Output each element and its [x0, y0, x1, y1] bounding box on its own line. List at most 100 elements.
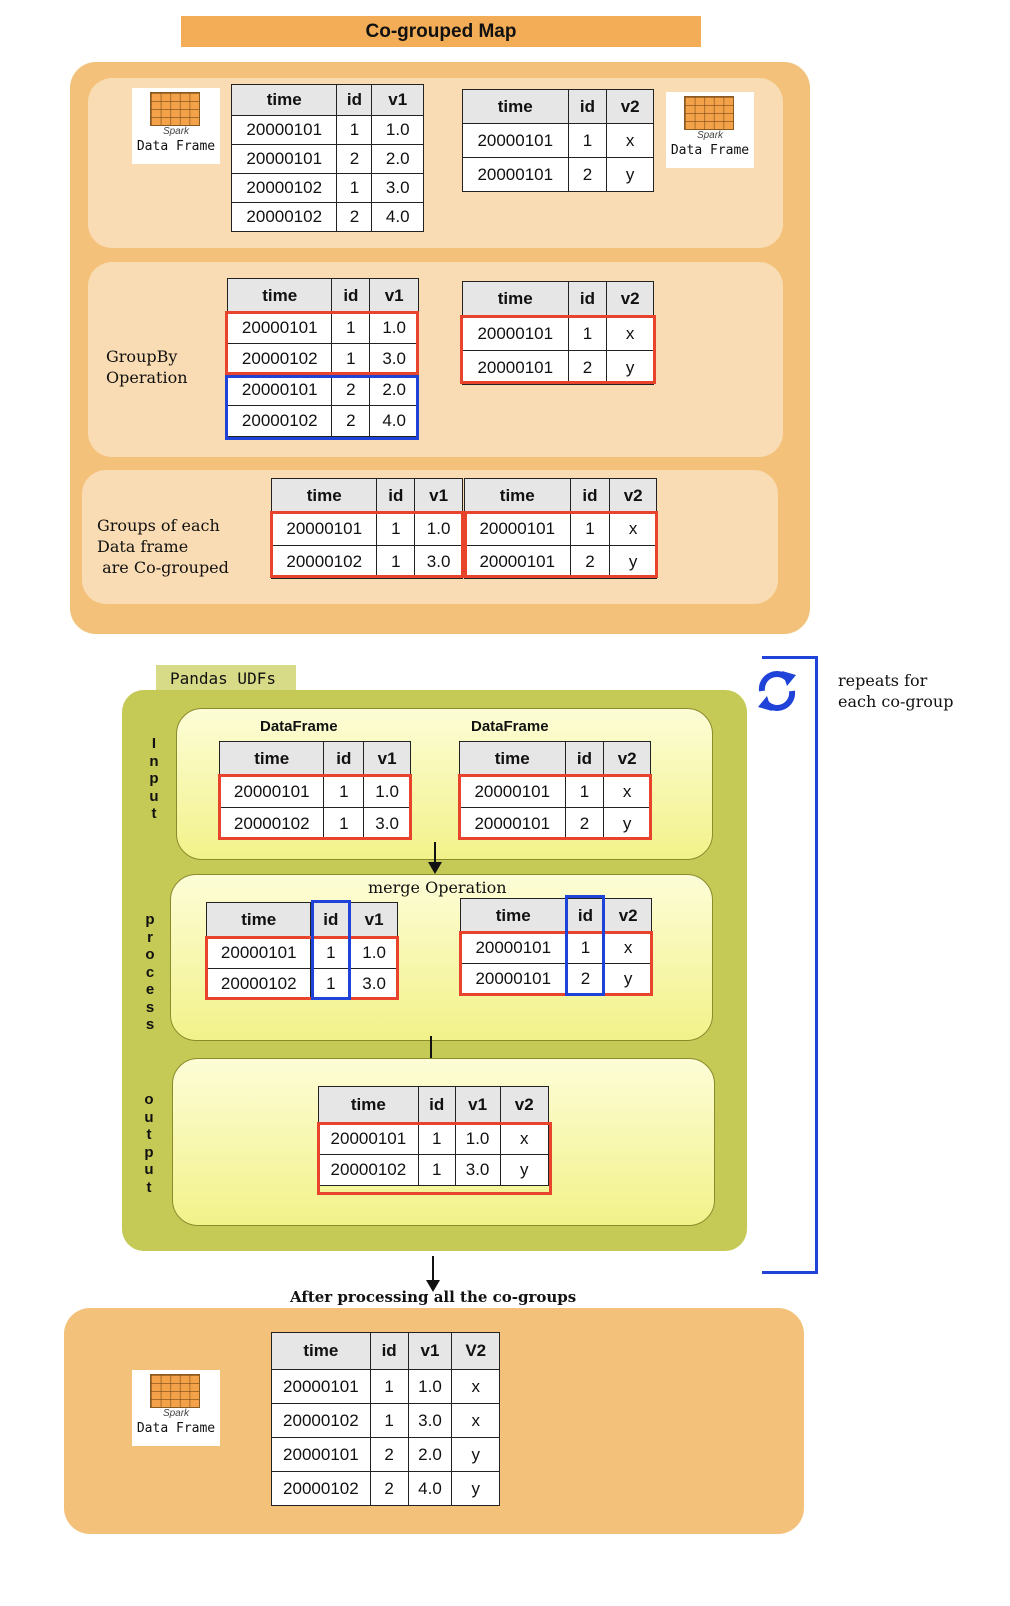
column-header: v2 [606, 89, 654, 124]
table-cell: y [451, 1437, 500, 1472]
table-cell: 1 [336, 115, 373, 145]
table-cell: y [606, 350, 654, 385]
table-cell: 20000101 [271, 1437, 371, 1472]
table-cell: 4.0 [371, 202, 424, 232]
column-header: id [376, 478, 416, 513]
table-cell: 1.0 [350, 937, 398, 969]
column-header: v2 [604, 898, 652, 933]
column-header: time [459, 741, 566, 776]
pandas-udfs-tab: Pandas UDFs [156, 665, 296, 693]
table-cell: 2 [564, 807, 605, 840]
column-header: time [270, 478, 378, 513]
table-cell: 1 [369, 1403, 409, 1438]
table-cell: 1 [567, 316, 608, 351]
table-cell: 1.0 [407, 1369, 453, 1404]
column-header: id [417, 1086, 456, 1124]
group-id-1-highlight [225, 311, 419, 375]
table-cell: 2.0 [407, 1437, 453, 1472]
table-cell: 20000101 [271, 1369, 371, 1404]
table-cell: 2 [331, 405, 371, 437]
dataframe-grid-icon [150, 1374, 200, 1408]
table-cell: 2 [331, 374, 371, 406]
table-cell: 20000101 [230, 115, 338, 145]
table-cell: 1.0 [414, 512, 463, 546]
udf-input-left-highlight [218, 774, 412, 840]
repeat-label: repeats for each co-group [838, 671, 954, 711]
table-cell: x [451, 1403, 500, 1438]
table-cell: 20000101 [226, 312, 333, 344]
spark-brand-text: Spark [162, 1408, 190, 1419]
groupby-box [88, 262, 783, 457]
column-header: id [331, 278, 371, 313]
column-header: time [462, 281, 569, 317]
table-cell: x [606, 123, 654, 158]
column-header: time [226, 278, 333, 313]
table-cell: x [451, 1369, 500, 1404]
table-cell: 20000102 [226, 343, 333, 375]
table-cell: 4.0 [369, 405, 419, 437]
co-group-left-highlight [270, 511, 464, 578]
column-header: v1 [369, 278, 419, 313]
dataframe-logo-label: Data Frame [136, 1421, 216, 1436]
table-cell: y [451, 1471, 500, 1506]
table-cell: 1 [323, 775, 365, 808]
column-header: time [462, 89, 569, 124]
after-processing-label: After processing all the co-groups [290, 1288, 577, 1306]
input-left-caption: DataFrame [260, 718, 338, 735]
table-cell: 1 [564, 775, 605, 808]
column-header: time [271, 1332, 371, 1370]
spark-brand-text: Spark [696, 130, 724, 141]
spark-brand-text: Spark [162, 126, 190, 137]
spark-dataframe-logo-left: Spark Data Frame [132, 88, 220, 164]
column-header: id [569, 478, 611, 513]
dataframe-logo-label: Data Frame [670, 143, 750, 158]
spark-dataframe-logo-right: Spark Data Frame [666, 92, 754, 168]
table-cell: y [606, 157, 654, 192]
table-cell: 20000102 [205, 968, 312, 1000]
table-cell: 1 [336, 173, 373, 203]
table-cell: 20000102 [230, 202, 338, 232]
column-header: id [564, 741, 605, 776]
table-cell: 20000102 [271, 1471, 371, 1506]
table-cell: 3.0 [350, 968, 398, 1000]
table-cell: 20000101 [205, 937, 312, 969]
table-cell: 3.0 [454, 1154, 501, 1186]
table-cell: 20000101 [230, 144, 338, 174]
table-cell: 2 [565, 963, 606, 995]
table-cell: 2 [567, 350, 608, 385]
repeat-bracket [762, 656, 818, 1274]
table-cell: 3.0 [407, 1403, 453, 1438]
dataframe-logo-label: Data Frame [136, 139, 216, 154]
group-id-all-highlight [460, 315, 656, 384]
table-cell: 20000101 [318, 1123, 419, 1155]
arrow-head-icon [426, 1280, 440, 1292]
table-cell: 2 [336, 202, 373, 232]
input-right-caption: DataFrame [471, 718, 549, 735]
udf-input-right-highlight [458, 774, 652, 840]
refresh-icon [758, 671, 796, 711]
